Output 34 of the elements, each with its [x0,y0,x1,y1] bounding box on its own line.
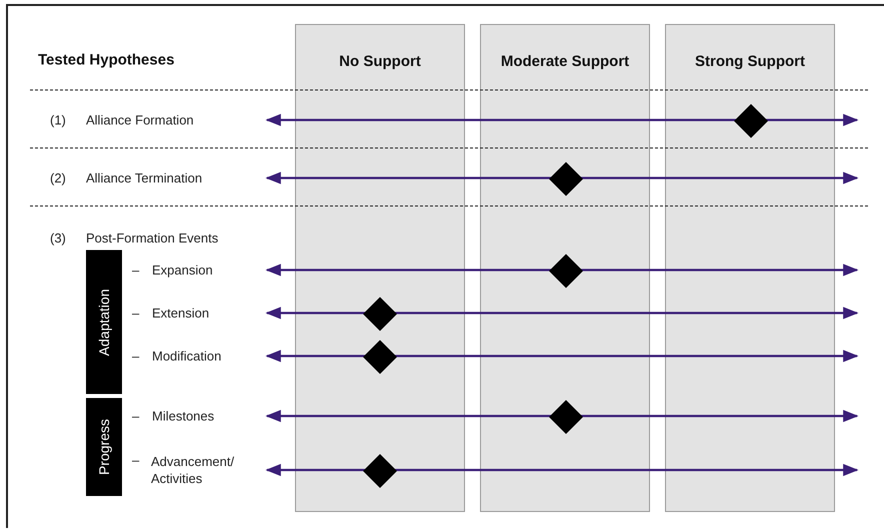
diamond-marker [549,400,583,434]
category-bar [86,250,122,394]
row-label: Modification [152,348,222,364]
column-band [480,24,650,512]
row-label: Post-Formation Events [86,230,218,246]
diamond-marker [734,104,768,138]
column-heading: Strong Support [695,52,805,72]
row-label: (3) [50,230,66,246]
column-heading: No Support [339,52,421,72]
column-heading: Tested Hypotheses [38,52,174,68]
column-heading: Moderate Support [500,52,630,72]
row-label: Expansion [152,262,213,278]
row-label: (1) [50,112,66,128]
row-label: Alliance Termination [86,170,202,186]
row-label: (2) [50,170,66,186]
diamond-marker [549,254,583,288]
row-label: – [132,304,140,322]
diamond-marker [363,297,397,331]
diamond-marker [363,454,397,488]
diamond-marker [363,340,397,374]
row-label: Advancement/ Activities [151,453,236,487]
category-label: Adaptation [94,288,113,356]
diamond-marker [549,162,583,196]
row-label: Alliance Formation [86,112,194,128]
category-bar [86,398,122,496]
row-label: Milestones [152,408,214,424]
category-label: Progress [94,418,113,476]
row-label: – [132,452,140,468]
row-label: – [132,348,140,364]
column-band [665,24,835,512]
row-label: Extension [152,304,210,322]
row-label: – [132,408,140,424]
row-label: – [132,262,140,278]
column-band [295,24,465,512]
